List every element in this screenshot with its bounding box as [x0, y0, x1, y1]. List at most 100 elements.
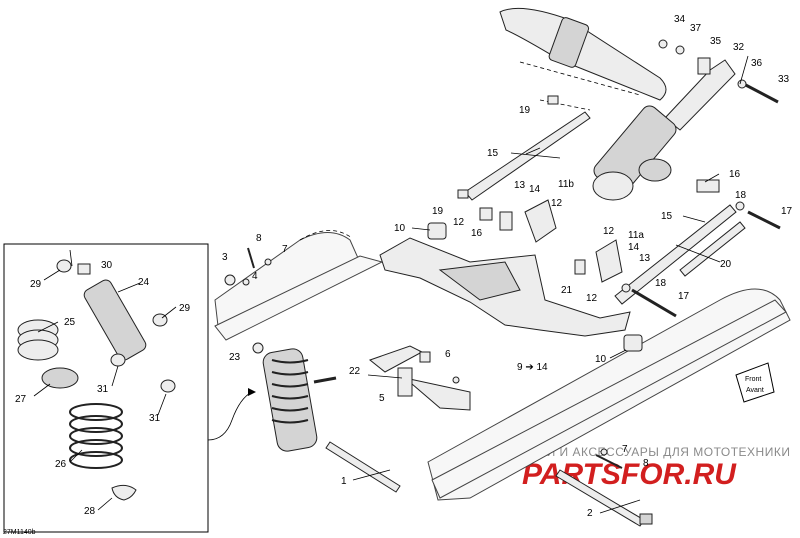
callout-13-b: 13 [639, 253, 651, 264]
washer-18b [621, 283, 631, 293]
callout-31-a: 31 [97, 384, 109, 395]
callout-14-b: 14 [628, 242, 640, 253]
front-shock-absorber [262, 348, 318, 452]
retaining-clip [111, 484, 137, 501]
spring-seat [41, 367, 79, 389]
callout-19-a: 19 [519, 105, 531, 116]
callout-22: 22 [349, 366, 361, 377]
callout-3: 3 [222, 252, 228, 263]
nut-3 [224, 274, 236, 286]
spacer-16b [696, 179, 720, 193]
callout-labels: 1 2 3 4 5 6 7 7 8 8 9 ➔ 14 10 10 11a 11b… [15, 14, 793, 519]
front-arm-assembly [379, 222, 643, 352]
stopper-strap [679, 221, 746, 277]
bolt-8b [595, 454, 623, 469]
callout-16-b: 16 [729, 169, 741, 180]
figure-code: 27M1140b [3, 529, 36, 536]
callout-10-top: 10 [394, 223, 406, 234]
callout-1: 1 [341, 476, 347, 487]
callout-29-b: 29 [179, 303, 191, 314]
front-marker-text-fr: Avant [746, 387, 764, 394]
washer-36 [737, 79, 747, 89]
callout-6: 6 [445, 349, 451, 360]
callout-12-d: 12 [586, 293, 598, 304]
hardware [224, 39, 781, 469]
link-arm-left [464, 111, 591, 201]
inset-shock-detail [3, 243, 256, 533]
watermark-brand: PARTSFOR.RU [522, 458, 737, 491]
callout-23: 23 [229, 352, 241, 363]
bolt-33 [739, 80, 779, 104]
callout-31-b: 31 [149, 413, 161, 424]
upper-axle-assembly [499, 7, 667, 111]
callout-35: 35 [710, 36, 722, 47]
bolt-8a [247, 247, 255, 269]
spacer-21 [574, 259, 586, 275]
callout-37: 37 [690, 23, 702, 34]
callout-30: 30 [101, 260, 113, 271]
callout-15-b: 15 [661, 211, 673, 222]
callout-14-a: 14 [529, 184, 541, 195]
callout-20: 20 [720, 259, 732, 270]
callout-27: 27 [15, 394, 27, 405]
callout-18-b: 18 [655, 278, 667, 289]
callout-24: 24 [138, 277, 150, 288]
callout-21: 21 [561, 285, 573, 296]
callout-11b: 11b [558, 179, 574, 190]
callout-12-c: 12 [603, 226, 615, 237]
callout-32: 32 [733, 42, 745, 53]
bolt-17a [747, 210, 781, 230]
front-marker: Front Avant [735, 362, 775, 403]
callout-36: 36 [751, 58, 763, 69]
bolt-22 [313, 376, 337, 384]
leader-lines [33, 55, 749, 514]
washer-7b [600, 448, 608, 456]
callout-7-top: 7 [282, 244, 288, 255]
callout-8-top: 8 [256, 233, 262, 244]
callout-28: 28 [84, 506, 96, 517]
spring-stop-rings [17, 319, 59, 361]
front-marker-text: Front [745, 376, 761, 383]
callout-12-b: 12 [551, 198, 563, 209]
coil-spring [69, 403, 123, 469]
washer-18a [735, 201, 745, 211]
callout-5: 5 [379, 393, 385, 404]
callout-17-b: 17 [678, 291, 690, 302]
callout-33: 33 [778, 74, 790, 85]
nut-34 [658, 39, 668, 49]
callout-15-a: 15 [487, 148, 499, 159]
axle-rod-2 [555, 469, 653, 527]
left-slide-rail [214, 230, 384, 341]
callout-26: 26 [55, 459, 67, 470]
nut-23 [252, 342, 264, 354]
callout-9-14: 9 ➔ 14 [517, 362, 548, 373]
callout-13-a: 13 [514, 180, 526, 191]
callout-34: 34 [674, 14, 686, 25]
axle-rod-1 [325, 441, 401, 493]
spacer-16a [499, 211, 513, 231]
shock-mount-bracket [368, 345, 471, 411]
washer-7a [264, 258, 272, 266]
callout-7-bottom: 7 [622, 444, 628, 455]
callout-10-bottom: 10 [595, 354, 607, 365]
callout-29-a: 29 [30, 279, 42, 290]
callout-18-a: 18 [735, 190, 747, 201]
washer-37 [675, 45, 685, 55]
washer-6b [452, 376, 460, 384]
watermark-tagline: ЗАПЧАСТИ И АКСЕССУАРЫ ДЛЯ МОТОТЕХНИКИ [488, 445, 790, 459]
washer-4 [242, 278, 250, 286]
nut-19b [457, 189, 469, 199]
nut-19a [547, 95, 559, 105]
callout-8-bottom: 8 [643, 458, 649, 469]
callout-25: 25 [64, 317, 76, 328]
callout-17-a: 17 [781, 206, 793, 217]
rear-shock-absorber [592, 59, 736, 201]
callout-4: 4 [252, 271, 258, 282]
callout-11a: 11a [628, 230, 644, 241]
bracket-11b [524, 199, 557, 243]
callout-19-b: 19 [432, 206, 444, 217]
bolt-17b [631, 288, 677, 318]
bracket-11a [595, 239, 623, 283]
callout-12-a: 12 [453, 217, 465, 228]
